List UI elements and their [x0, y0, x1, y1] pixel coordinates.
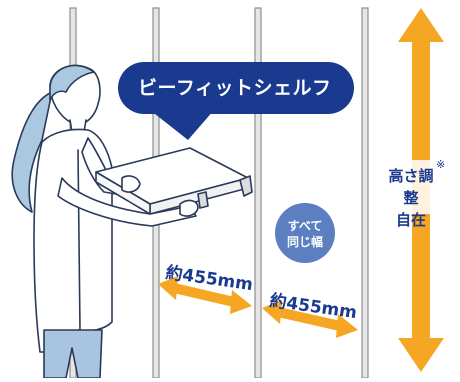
ponytail — [11, 91, 53, 213]
hands — [121, 175, 199, 217]
speech-bubble-text: ビーフィットシェルフ — [138, 77, 332, 99]
arm-lower — [57, 177, 197, 227]
same-width-badge-text: すべて 同じ幅 — [281, 218, 329, 250]
speech-bubble — [118, 62, 354, 140]
woman-figure — [11, 64, 197, 379]
shelf-board — [95, 147, 253, 215]
height-arrow — [386, 8, 444, 372]
note-mark: ※ — [436, 158, 446, 171]
width-arrow-right — [262, 300, 358, 338]
same-width-line-2: 同じ幅 — [286, 235, 323, 249]
height-adjust-line-1: 高さ調整 — [388, 167, 434, 207]
same-width-badge — [275, 203, 335, 263]
pole-4 — [361, 7, 369, 379]
height-adjust-label: 高さ調整 自在 — [384, 165, 438, 231]
width-arrow-left — [158, 276, 252, 314]
hair — [49, 64, 95, 101]
same-width-line-1: すべて — [287, 219, 323, 233]
height-adjust-line-2: 自在 — [395, 211, 426, 229]
